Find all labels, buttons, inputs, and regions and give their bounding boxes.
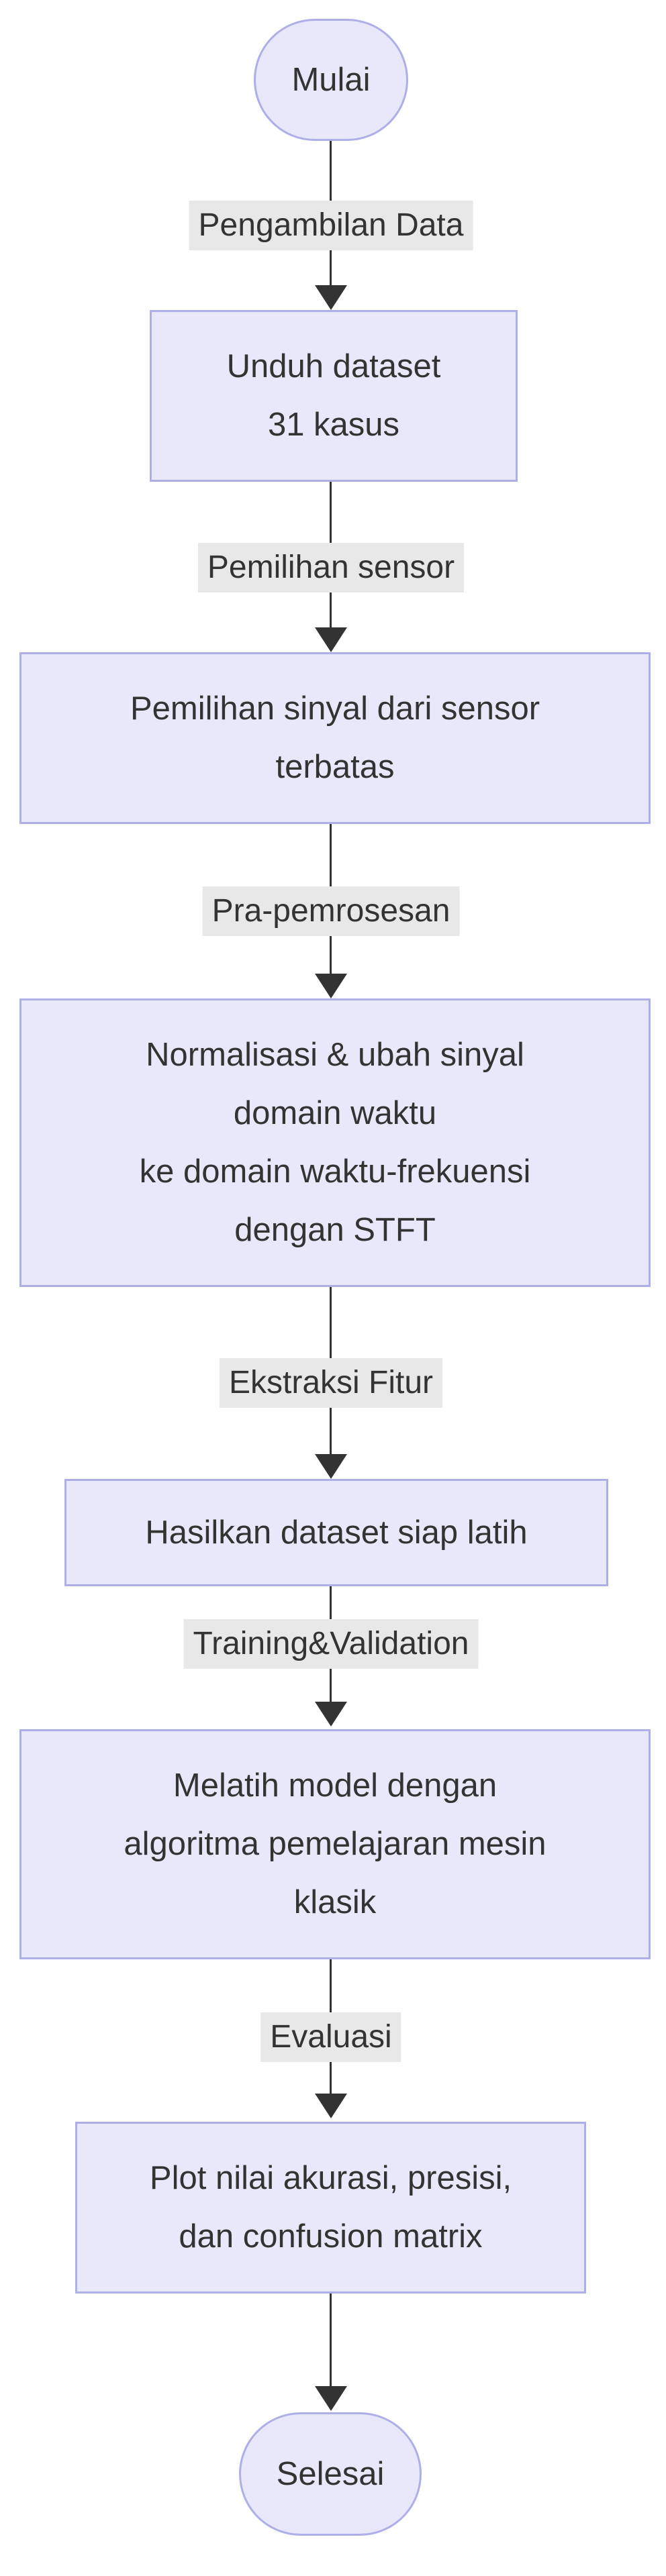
process-normalisasi-stft: Normalisasi & ubah sinyal domain waktu k… (19, 998, 651, 1287)
process-plot-evaluasi: Plot nilai akurasi, presisi, dan confusi… (75, 2122, 586, 2294)
edge-label-pemilihan-sensor: Pemilihan sensor (197, 543, 465, 593)
node-label-line: terbatas (275, 749, 395, 785)
edge-line (330, 2294, 332, 2387)
node-label-line: klasik (293, 1884, 377, 1920)
node-label-line: domain waktu (233, 1095, 437, 1131)
arrowhead-icon (315, 1454, 347, 1479)
edge-label-ekstraksi-fitur: Ekstraksi Fitur (219, 1358, 443, 1408)
node-label-line: Unduh dataset (226, 348, 441, 384)
process-unduh-dataset: Unduh dataset 31 kasus (150, 310, 518, 482)
node-label-line: Melatih model dengan (173, 1767, 497, 1804)
node-label-line: ke domain waktu-frekuensi (139, 1153, 531, 1190)
arrowhead-icon (315, 1702, 347, 1727)
edge-label-pra-pemrosesan: Pra-pemrosesan (202, 886, 460, 936)
arrowhead-icon (315, 627, 347, 652)
node-label-line: dengan STFT (234, 1212, 436, 1248)
node-label-line: Plot nilai akurasi, presisi, (149, 2160, 512, 2196)
start-node-mulai: Mulai (254, 19, 408, 141)
edge-label-training-validation: Training&Validation (183, 1619, 479, 1669)
end-node-selesai: Selesai (239, 2412, 422, 2536)
edge-label-evaluasi: Evaluasi (260, 2012, 401, 2062)
node-label: Selesai (276, 2455, 385, 2492)
arrowhead-icon (315, 285, 347, 310)
process-pemilihan-sinyal: Pemilihan sinyal dari sensor terbatas (19, 652, 651, 824)
node-label: Mulai (291, 61, 371, 98)
arrowhead-icon (315, 974, 347, 998)
node-label-line: dan confusion matrix (179, 2218, 483, 2255)
node-label-line: 31 kasus (267, 407, 400, 443)
node-label-line: Normalisasi & ubah sinyal (146, 1037, 524, 1073)
node-label-line: Hasilkan dataset siap latih (145, 1514, 528, 1551)
node-label-line: algoritma pemelajaran mesin (124, 1826, 546, 1862)
arrowhead-icon (315, 2386, 347, 2411)
edge-label-pengambilan-data: Pengambilan Data (189, 201, 473, 250)
arrowhead-icon (315, 2094, 347, 2118)
process-melatih-model: Melatih model dengan algoritma pemelajar… (19, 1729, 651, 1959)
node-label-line: Pemilihan sinyal dari sensor (130, 690, 540, 727)
process-hasilkan-dataset: Hasilkan dataset siap latih (64, 1479, 608, 1586)
